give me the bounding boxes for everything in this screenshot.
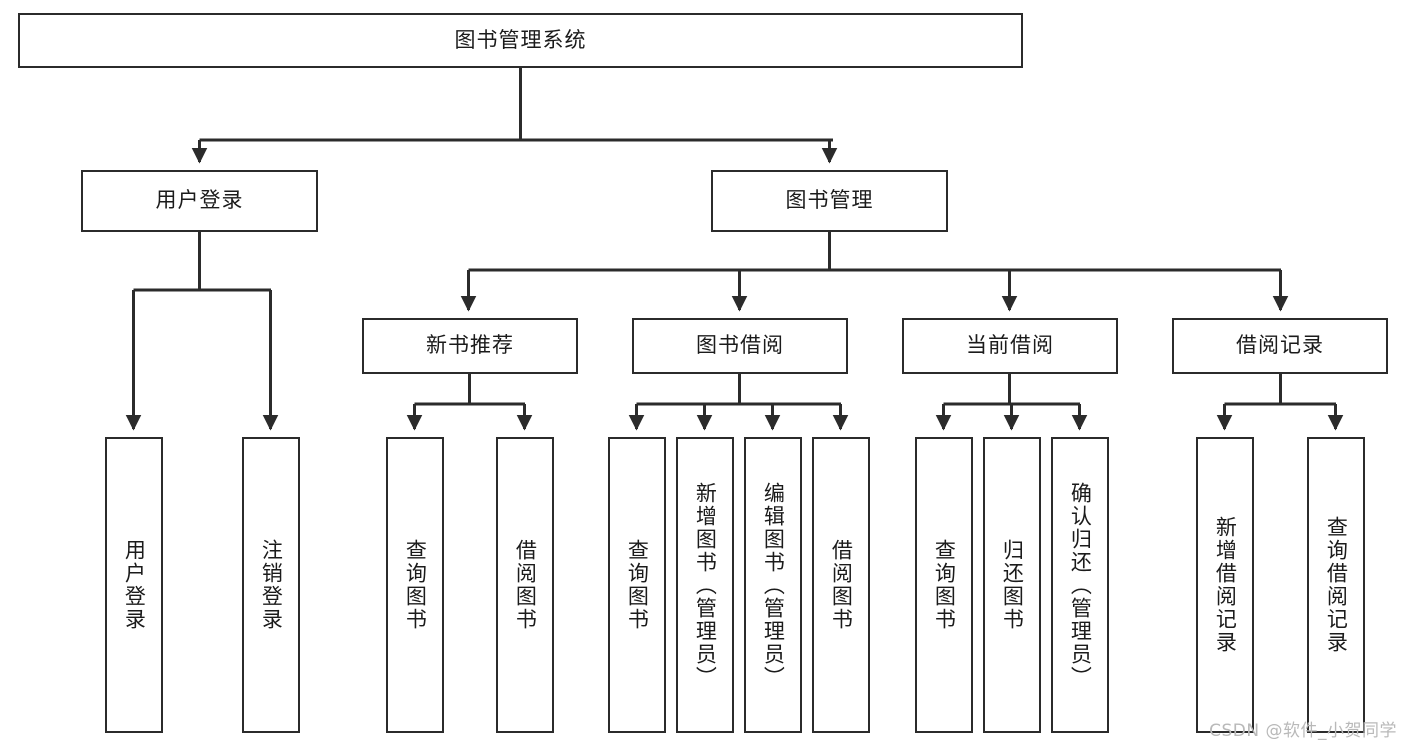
node-label: 借阅图书	[829, 539, 854, 631]
node-label: 用户登录	[155, 188, 244, 213]
leaf-new-book-query[interactable]: 查询图书	[386, 437, 444, 733]
node-label: 查询图书	[403, 539, 428, 631]
leaf-borrow-edit-book-admin[interactable]: 编辑图书（管理员）	[744, 437, 802, 733]
node-label: 查询借阅记录	[1324, 516, 1349, 654]
leaf-current-confirm-return-admin[interactable]: 确认归还（管理员）	[1051, 437, 1109, 733]
leaf-new-book-borrow[interactable]: 借阅图书	[496, 437, 554, 733]
node-label: 当前借阅	[966, 333, 1054, 358]
node-label: 图书管理	[785, 188, 874, 213]
node-label: 查询图书	[932, 539, 957, 631]
node-label: 查询图书	[625, 539, 650, 631]
node-user-login[interactable]: 用户登录	[81, 170, 318, 232]
leaf-borrow-borrow-book[interactable]: 借阅图书	[812, 437, 870, 733]
leaf-record-query-record[interactable]: 查询借阅记录	[1307, 437, 1365, 733]
leaf-user-login-logout[interactable]: 注销登录	[242, 437, 300, 733]
csdn-watermark: CSDN @软件_小贺同学	[1209, 721, 1397, 741]
leaf-current-query-book[interactable]: 查询图书	[915, 437, 973, 733]
node-label: 图书借阅	[696, 333, 784, 358]
node-label: 编辑图书（管理员）	[761, 481, 786, 689]
node-label: 新增图书（管理员）	[693, 481, 718, 689]
node-label: 借阅记录	[1236, 333, 1324, 358]
leaf-borrow-add-book-admin[interactable]: 新增图书（管理员）	[676, 437, 734, 733]
node-label: 借阅图书	[513, 539, 538, 631]
node-borrow-record[interactable]: 借阅记录	[1172, 318, 1388, 374]
leaf-borrow-query-book[interactable]: 查询图书	[608, 437, 666, 733]
node-label: 确认归还（管理员）	[1068, 481, 1093, 689]
node-label: 新增借阅记录	[1213, 516, 1238, 654]
node-book-borrow[interactable]: 图书借阅	[632, 318, 848, 374]
node-root-library-system[interactable]: 图书管理系统	[18, 13, 1023, 68]
node-label: 图书管理系统	[454, 27, 587, 52]
node-current-borrow[interactable]: 当前借阅	[902, 318, 1118, 374]
node-label: 注销登录	[259, 539, 284, 631]
leaf-current-return-book[interactable]: 归还图书	[983, 437, 1041, 733]
node-label: 新书推荐	[426, 333, 514, 358]
node-book-management[interactable]: 图书管理	[711, 170, 948, 232]
node-label: 用户登录	[122, 539, 147, 631]
node-new-book-recommend[interactable]: 新书推荐	[362, 318, 578, 374]
leaf-record-add-record[interactable]: 新增借阅记录	[1196, 437, 1254, 733]
node-label: 归还图书	[1000, 539, 1025, 631]
leaf-user-login-login[interactable]: 用户登录	[105, 437, 163, 733]
